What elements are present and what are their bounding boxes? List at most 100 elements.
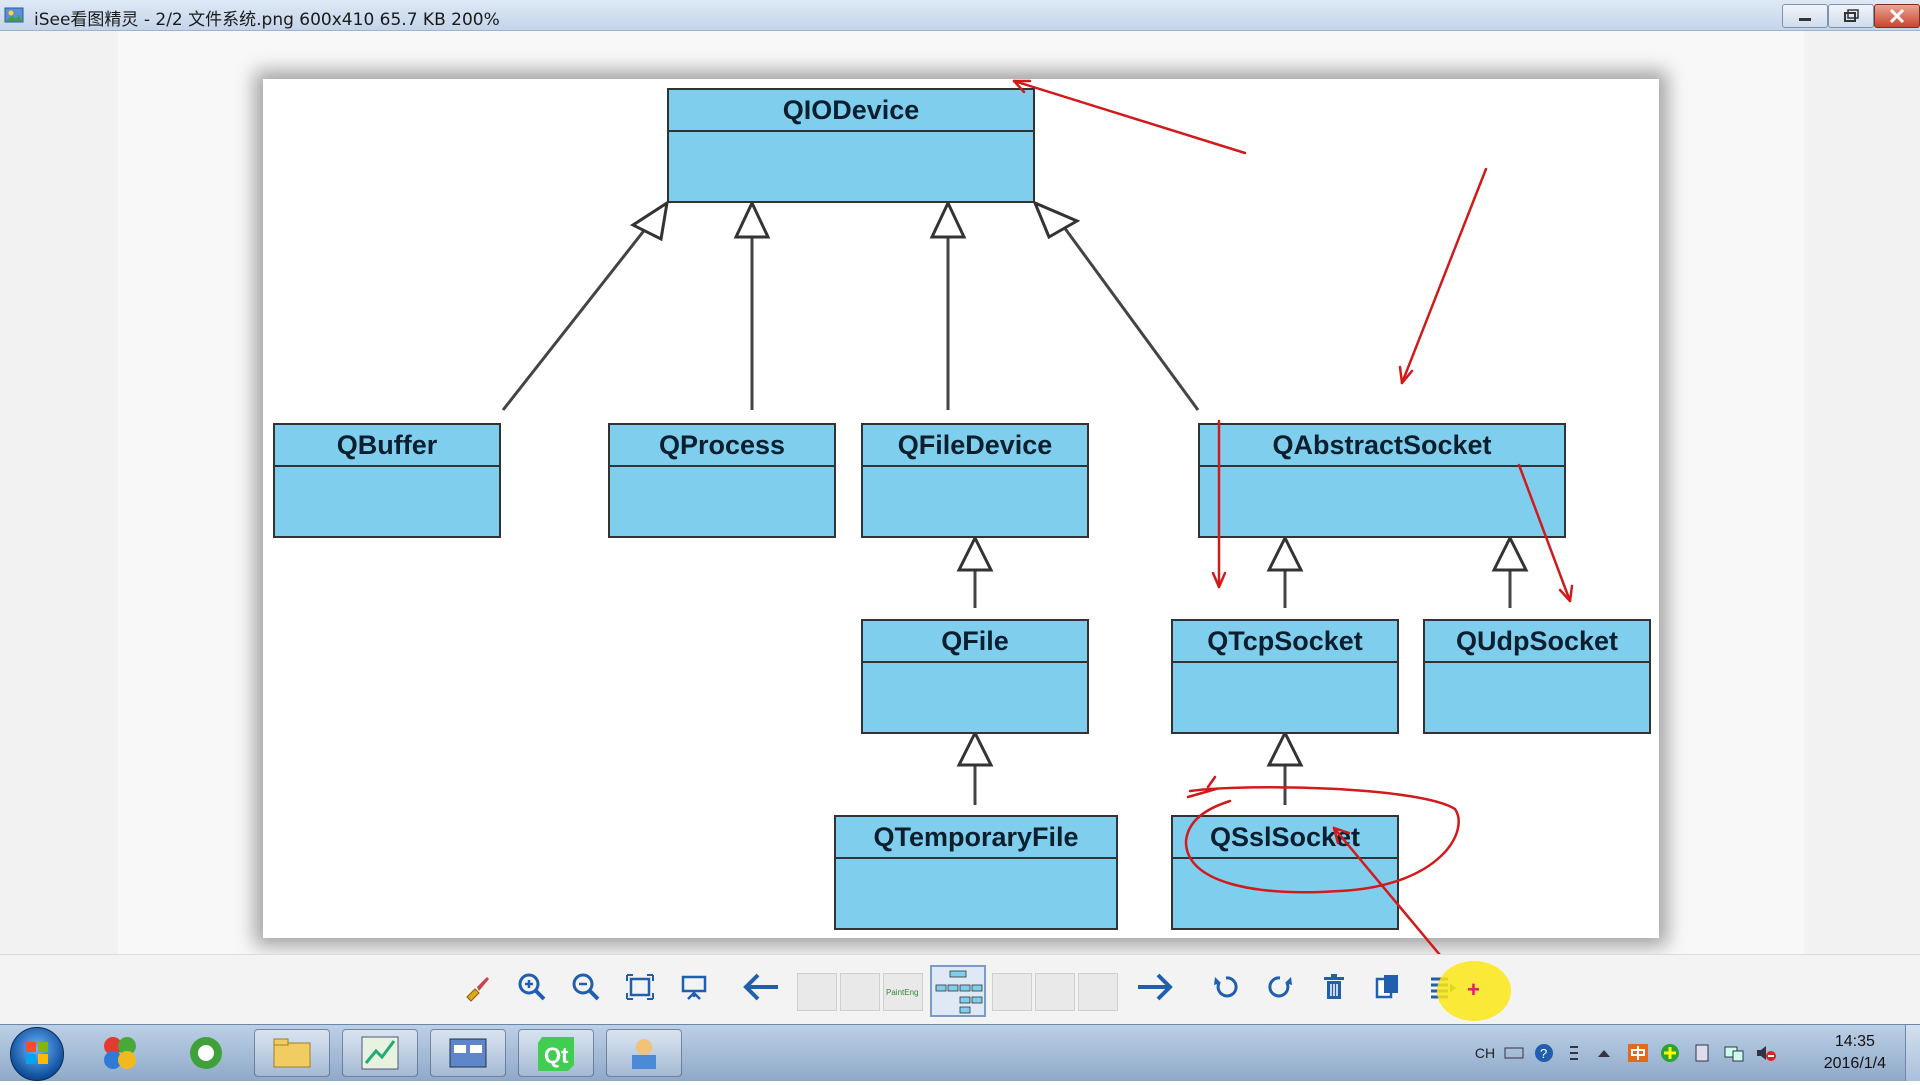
zoom-in-button[interactable] [514,969,550,1005]
inheritance-arrowhead [956,729,994,767]
zoom-out-icon [572,973,600,1001]
copy-icon [1375,975,1398,999]
class-name: QUdpSocket [1425,621,1649,663]
annotation-arrow [1012,79,1247,155]
svg-text:?: ? [1540,1046,1547,1061]
class-box-qiodevice: QIODevice [667,88,1035,203]
class-name: QAbstractSocket [1200,425,1564,467]
inheritance-arrowhead [1266,729,1304,767]
thumbnail[interactable] [992,973,1032,1011]
security-icon[interactable] [1659,1043,1681,1063]
class-box-qtcpsocket: QTcpSocket [1171,619,1399,734]
device-icon[interactable] [1691,1043,1713,1063]
previous-image-button[interactable] [740,969,782,1005]
inheritance-lines [501,199,1529,805]
annotation-arrow [1517,463,1572,603]
system-clock[interactable]: 14:35 2016/1/4 [1824,1031,1886,1075]
class-box-qbuffer: QBuffer [273,423,501,538]
class-box-qfiledevice: QFileDevice [861,423,1089,538]
clock-date: 2016/1/4 [1823,1055,1886,1072]
taskbar-app-2[interactable] [168,1029,244,1077]
taskbar-qt-creator[interactable]: Qt [518,1029,594,1077]
inheritance-arrowhead [733,199,771,239]
thumbnail[interactable] [1035,973,1075,1011]
taskbar-explorer[interactable] [254,1029,330,1077]
class-box-qfile: QFile [861,619,1089,734]
inheritance-arrowhead [929,199,967,239]
thumbnail[interactable]: PaintEng [883,973,923,1011]
colorful-app-icon [104,1037,136,1069]
thumbnail[interactable] [840,973,880,1011]
ime-icon[interactable] [1627,1043,1649,1063]
next-image-button[interactable] [1134,969,1176,1005]
brush-icon [466,977,489,1002]
class-box-qabstractsocket: QAbstractSocket [1198,423,1566,538]
zoom-in-icon [518,973,546,1001]
rotate-left-button[interactable] [1208,969,1244,1005]
show-hidden-icons[interactable] [1593,1043,1615,1063]
annotation-arrow [1332,826,1441,954]
taskbar-app-3[interactable] [430,1029,506,1077]
window-app-icon [449,1038,487,1068]
annotation-overlay [1012,79,1574,954]
displayed-image: QIODevice QBuffer QProcess QFileDevice Q… [263,79,1659,938]
cursor-highlight: + [1437,961,1511,1021]
prev-arrow-icon [743,973,778,1001]
inheritance-arrowhead [1032,200,1081,240]
input-language[interactable]: CH [1474,1045,1496,1061]
help-icon[interactable]: ? [1533,1043,1555,1063]
class-name: QIODevice [669,90,1033,132]
class-name: QTcpSocket [1173,621,1397,663]
network-icon[interactable] [1723,1043,1745,1063]
slideshow-icon [681,975,707,1000]
windows-logo-icon [26,1042,48,1064]
class-name: QFileDevice [863,425,1087,467]
cursor-cross-icon: + [1467,977,1480,1002]
class-box-qprocess: QProcess [608,423,836,538]
zoom-out-button[interactable] [568,969,604,1005]
taskbar-image-viewer[interactable] [606,1029,682,1077]
brush-button[interactable] [459,969,495,1005]
svg-text:Qt: Qt [544,1043,569,1068]
tray-options-icon[interactable] [1563,1043,1585,1063]
next-arrow-icon [1138,973,1173,1001]
rotate-right-button[interactable] [1262,969,1298,1005]
rotate-right-icon [1268,976,1292,998]
maximize-button[interactable] [1828,4,1874,28]
class-name: QTemporaryFile [836,817,1116,859]
window-title: iSee看图精灵 - 2/2 文件系统.png 600x410 65.7 KB … [34,10,500,30]
taskbar-app-1[interactable] [82,1029,158,1077]
image-viewer-area: QIODevice QBuffer QProcess QFileDevice Q… [0,31,1920,954]
browser-icon [190,1037,222,1069]
thumbnail[interactable] [1078,973,1118,1011]
taskbar-editor[interactable] [342,1029,418,1077]
annotation-circle [1184,785,1460,894]
close-button[interactable] [1874,4,1920,28]
app-icon [4,7,24,23]
chart-editor-icon [361,1036,399,1070]
class-box-qudpsocket: QUdpSocket [1423,619,1651,734]
folder-icon [273,1038,311,1068]
show-desktop-button[interactable] [1905,1025,1920,1081]
inheritance-arrowhead [629,199,670,242]
annotation-strike [1186,775,1218,799]
copy-button[interactable] [1370,969,1406,1005]
class-name: QProcess [610,425,834,467]
thumbnail-label: PaintEng [886,988,919,997]
minimize-icon [1799,18,1811,21]
title-bar: iSee看图精灵 - 2/2 文件系统.png 600x410 65.7 KB … [0,0,1920,31]
close-icon [1889,8,1905,24]
minimize-button[interactable] [1782,4,1828,28]
delete-button[interactable] [1316,969,1352,1005]
restore-icon [1844,9,1859,22]
start-button[interactable] [10,1027,64,1081]
fit-window-button[interactable] [622,969,658,1005]
fit-window-icon [626,974,654,1000]
keyboard-icon[interactable] [1503,1043,1525,1063]
thumbnail-current[interactable] [930,965,986,1017]
volume-muted-icon[interactable] [1755,1043,1777,1063]
inheritance-arrowhead [956,534,994,572]
slideshow-button[interactable] [676,969,712,1005]
class-name: QFile [863,621,1087,663]
thumbnail[interactable] [797,973,837,1011]
